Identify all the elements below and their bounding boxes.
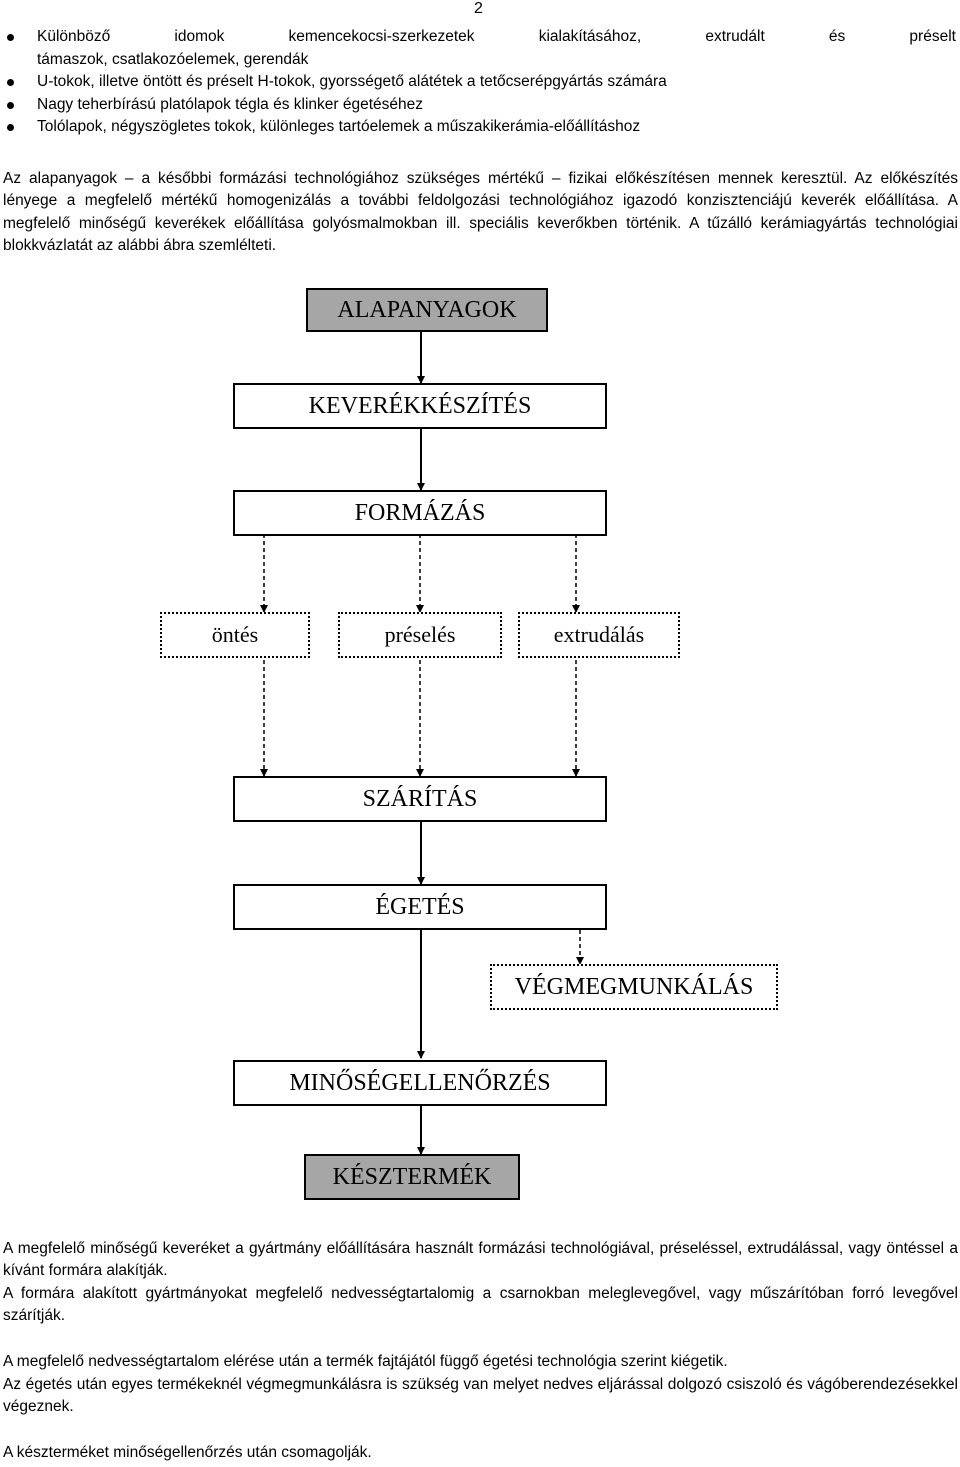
bullet-word: idomok: [174, 28, 225, 45]
bullet-text: U-tokok, illetve öntött és préselt H-tok…: [37, 73, 667, 90]
flow-box-formazas: FORMÁZÁS: [233, 490, 607, 536]
flow-box-alapanyagok: ALAPANYAGOK: [306, 288, 548, 332]
flow-box-egetes: ÉGETÉS: [233, 884, 607, 930]
bullet-word: Különböző: [37, 28, 111, 45]
intro-paragraph: Az alapanyagok – a későbbi formázási tec…: [3, 170, 958, 255]
flow-box-vegmegmunkalas: VÉGMEGMUNKÁLÁS: [490, 964, 778, 1010]
bullet-item: Tolólapok, négyszögletes tokok, különleg…: [0, 116, 956, 139]
bullet-icon: [7, 34, 14, 41]
bullet-word: extrudált: [705, 28, 765, 45]
bullet-item: U-tokok, illetve öntött és préselt H-tok…: [0, 71, 956, 94]
flow-box-extrudalas: extrudálás: [518, 612, 680, 658]
paragraph-csomagolas: A készterméket minőségellenőrzés után cs…: [3, 1444, 372, 1461]
bullet-word: és: [828, 28, 846, 45]
flow-box-minosegellenorzes: MINŐSÉGELLENŐRZÉS: [233, 1060, 607, 1106]
bullet-icon: [7, 79, 14, 86]
bullet-word: kemencekocsi-szerkezetek: [288, 28, 475, 45]
flow-box-keverekkeszites: KEVERÉKKÉSZÍTÉS: [233, 383, 607, 429]
bullet-continuation: támaszok, csatlakozóelemek, gerendák: [37, 50, 309, 68]
page-number: 2: [474, 0, 483, 17]
bullet-icon: [7, 101, 14, 109]
paragraph-egetes: A megfelelő nedvességtartalom elérése ut…: [3, 1353, 728, 1370]
bullet-word: préselt: [909, 28, 956, 45]
bullet-icon: [7, 124, 14, 131]
bullet-word: kialakításához,: [538, 28, 642, 45]
bullet-first-line: Különböző idomok kemencekocsi-szerkezete…: [37, 26, 956, 49]
bullet-item: Különböző idomok kemencekocsi-szerkezete…: [0, 26, 956, 71]
bullet-text: Nagy teherbírású platólapok tégla és kli…: [37, 95, 424, 113]
paragraph-szaritas: A formára alakított gyártmányokat megfel…: [3, 1285, 958, 1325]
flow-box-szaritas: SZÁRÍTÁS: [233, 776, 607, 822]
paragraph-formazas: A megfelelő minőségű keveréket a gyártmá…: [3, 1240, 958, 1280]
flow-box-preseles: préselés: [338, 612, 502, 658]
paragraph-vegmegmunkalas: Az égetés után egyes termékeknél végmegm…: [3, 1376, 958, 1416]
bullet-item: Nagy teherbírású platólapok tégla és kli…: [0, 94, 956, 117]
product-bullet-list: Különböző idomok kemencekocsi-szerkezete…: [0, 26, 956, 139]
flow-box-kesztermek: KÉSZTERMÉK: [304, 1154, 520, 1200]
bullet-text: Tolólapok, négyszögletes tokok, különleg…: [37, 118, 641, 135]
flow-box-ontes: öntés: [160, 612, 310, 658]
